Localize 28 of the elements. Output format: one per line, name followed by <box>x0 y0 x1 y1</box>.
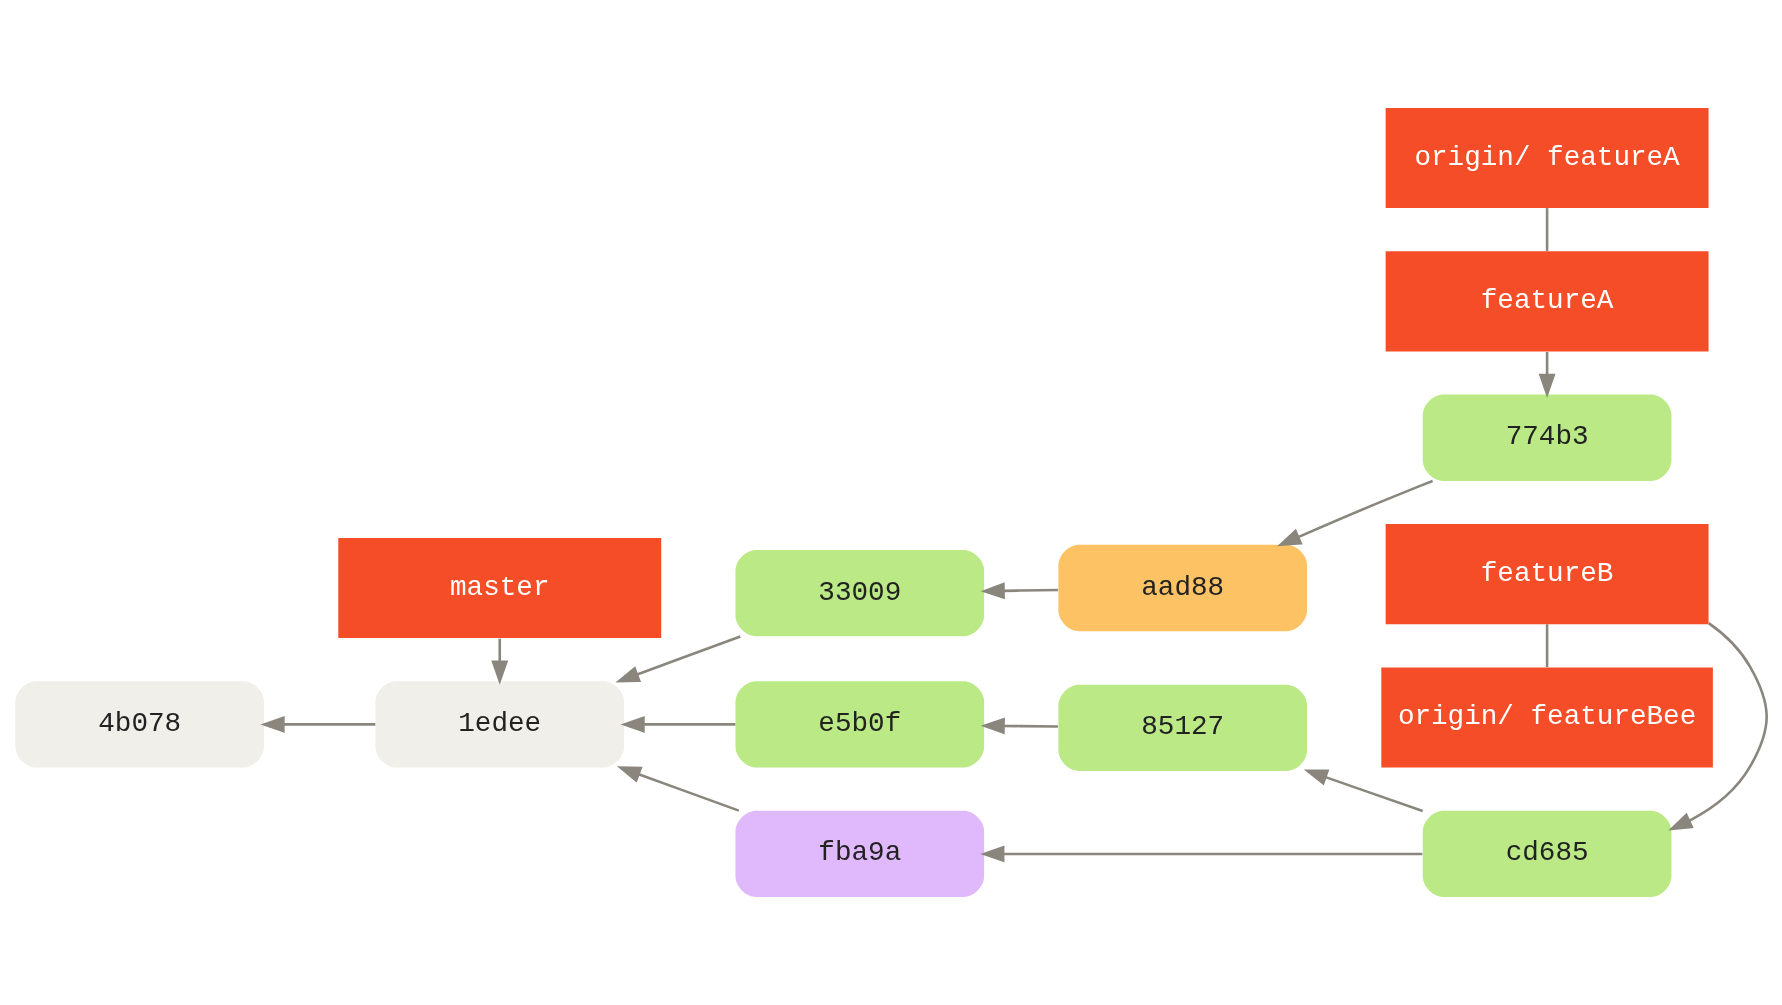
arrow <box>980 845 1423 863</box>
arrow <box>260 715 376 733</box>
node-box: featureA <box>1385 251 1709 352</box>
arrow <box>491 638 509 685</box>
arrow <box>615 635 741 683</box>
connector <box>1545 208 1549 251</box>
arrow <box>1538 352 1556 398</box>
node-box: origin/ featureA <box>1385 107 1709 209</box>
node-box: cd685 <box>1422 810 1672 898</box>
connector <box>1545 624 1549 668</box>
arrow <box>1668 622 1768 831</box>
node-box: 85127 <box>1058 684 1308 772</box>
node-box: 1edee <box>375 681 625 768</box>
arrow <box>616 766 740 812</box>
node-box: 33009 <box>735 550 985 637</box>
node-box: origin/ featureBee <box>1381 667 1713 768</box>
arrow <box>980 717 1058 735</box>
node-box: featureB <box>1385 524 1709 625</box>
arrow <box>980 582 1058 600</box>
node-box: 774b3 <box>1422 394 1672 481</box>
node-box: e5b0f <box>735 681 985 768</box>
node-box: master <box>338 537 662 639</box>
node-box: 4b078 <box>15 681 264 768</box>
node-box: aad88 <box>1058 544 1308 632</box>
arrow <box>1277 479 1434 547</box>
node-box: fba9a <box>735 810 985 898</box>
arrow <box>620 715 736 733</box>
arrow <box>1303 769 1424 813</box>
